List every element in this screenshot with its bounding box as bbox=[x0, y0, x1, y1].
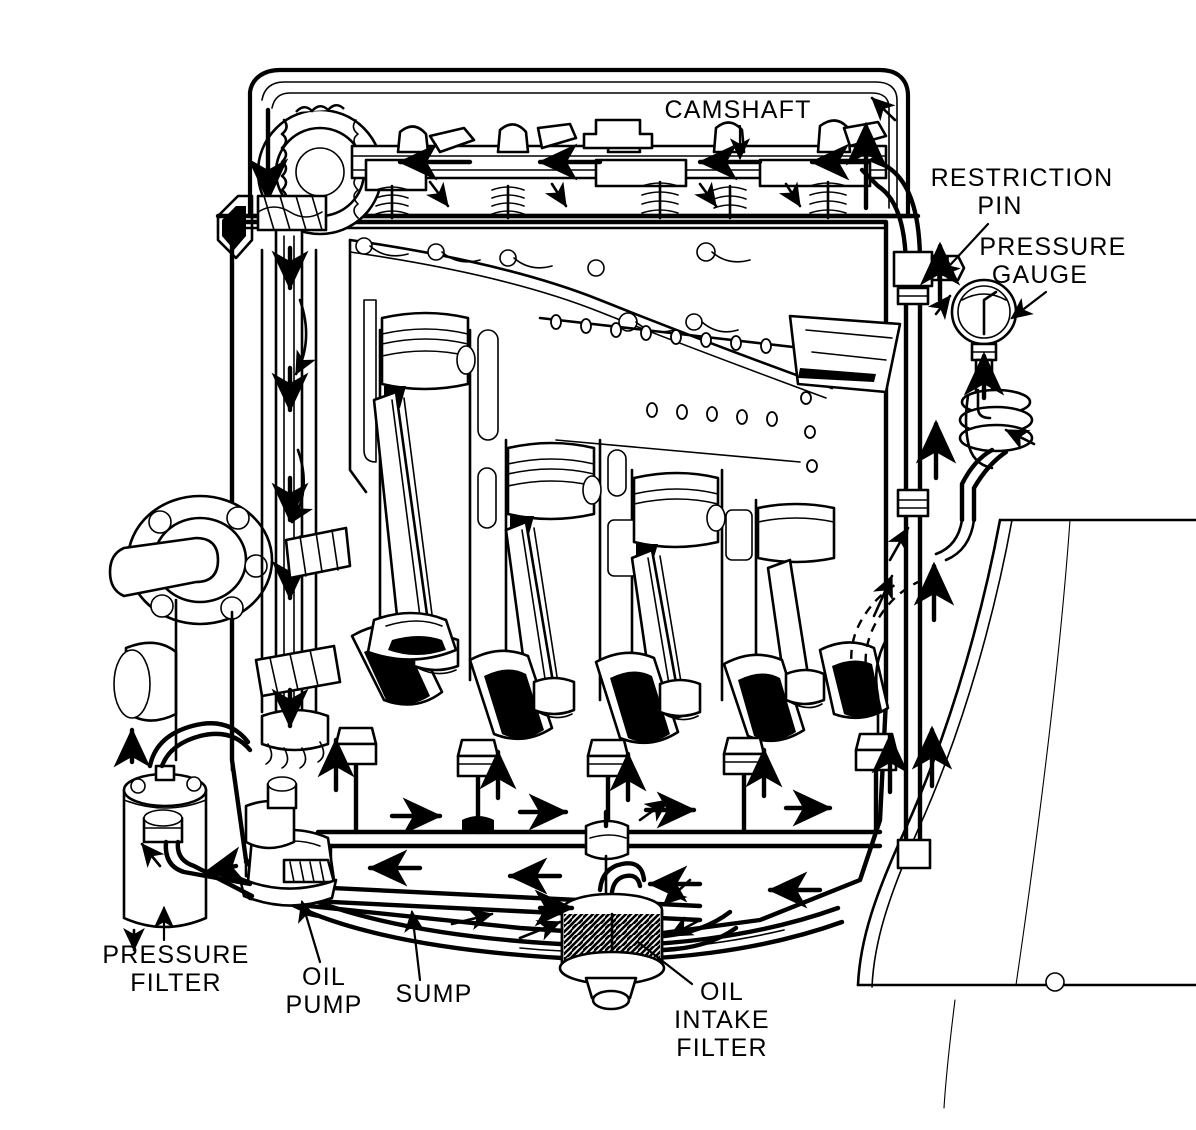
deck-studs bbox=[355, 237, 716, 332]
label-oil-intake-filter-line1: OIL bbox=[700, 978, 744, 1006]
crank-journals bbox=[412, 634, 826, 721]
label-oil-pump-line1: OIL bbox=[302, 963, 346, 991]
cylinder-walls bbox=[378, 328, 758, 702]
gauge-dial-scale bbox=[961, 293, 1007, 301]
label-oil-intake-filter-line3: FILTER bbox=[676, 1034, 767, 1062]
camshaft bbox=[350, 118, 888, 220]
pressure-gauge-assembly bbox=[934, 278, 1036, 562]
label-oil-intake-filter-line2: INTAKE bbox=[674, 1006, 770, 1034]
sump-leader bbox=[404, 909, 425, 982]
label-restriction-pin: RESTRICTION PIN bbox=[931, 164, 1114, 278]
label-oil-pump: OIL PUMP bbox=[285, 899, 362, 1019]
valve-feed-arrows bbox=[426, 180, 802, 208]
oil-intake-filter bbox=[450, 861, 739, 1011]
label-sump-text: SUMP bbox=[395, 980, 472, 1008]
pistons-and-bores bbox=[372, 311, 836, 726]
big-end-caps bbox=[366, 611, 458, 661]
hidden-passage-dashed bbox=[850, 526, 919, 695]
label-pressure-filter-line1: PRESSURE bbox=[102, 941, 249, 969]
pressure-filter bbox=[113, 721, 255, 952]
manifold-and-deck bbox=[348, 237, 902, 522]
oil-pump-leader bbox=[297, 899, 322, 964]
riser-lower-union bbox=[896, 488, 932, 870]
pressure-gauge-leader bbox=[1010, 290, 1048, 320]
rivet-col bbox=[800, 391, 818, 473]
label-pressure-filter: PRESSURE FILTER bbox=[102, 905, 249, 997]
gauge-needle bbox=[982, 290, 998, 336]
gallery-flow-arrows bbox=[317, 733, 909, 909]
counterweights bbox=[350, 623, 890, 745]
label-restriction-pin-line1: RESTRICTION bbox=[931, 164, 1114, 192]
restriction-pin-leader bbox=[938, 222, 990, 278]
piston bbox=[506, 441, 602, 538]
oil-pump bbox=[238, 776, 338, 907]
label-restriction-pin-line2: PIN bbox=[977, 192, 1022, 220]
oil-intake-filter-leader bbox=[636, 940, 694, 986]
label-camshaft-text: CAMSHAFT bbox=[664, 96, 811, 124]
helical-gear-upper bbox=[256, 194, 328, 232]
skew-drive bbox=[284, 526, 352, 580]
piston bbox=[756, 502, 836, 564]
label-pressure-gauge: PRESSURE GAUGE bbox=[979, 233, 1126, 320]
crank-nose-flange bbox=[108, 494, 274, 772]
filter-outlet-union bbox=[142, 809, 184, 844]
label-pressure-gauge-line2: GAUGE bbox=[992, 261, 1088, 289]
label-oil-intake-filter: OIL INTAKE FILTER bbox=[636, 940, 770, 1062]
gallery-junction bbox=[584, 809, 630, 902]
vertical-drive-shaft bbox=[254, 194, 352, 769]
bellhousing-outline bbox=[856, 518, 1196, 1109]
crankshaft-assembly bbox=[108, 494, 890, 772]
label-pressure-gauge-line1: PRESSURE bbox=[979, 233, 1126, 261]
label-sump: SUMP bbox=[395, 909, 472, 1008]
label-camshaft: CAMSHAFT bbox=[664, 96, 811, 161]
label-pressure-filter-line2: FILTER bbox=[130, 969, 221, 997]
rivet-row-2 bbox=[646, 402, 778, 427]
valve-gear-assembly bbox=[247, 96, 897, 236]
rivet-row bbox=[550, 314, 772, 354]
helical-gear-lower bbox=[254, 644, 342, 698]
manifold-outlet bbox=[788, 314, 902, 394]
label-oil-pump-line2: PUMP bbox=[285, 991, 362, 1019]
